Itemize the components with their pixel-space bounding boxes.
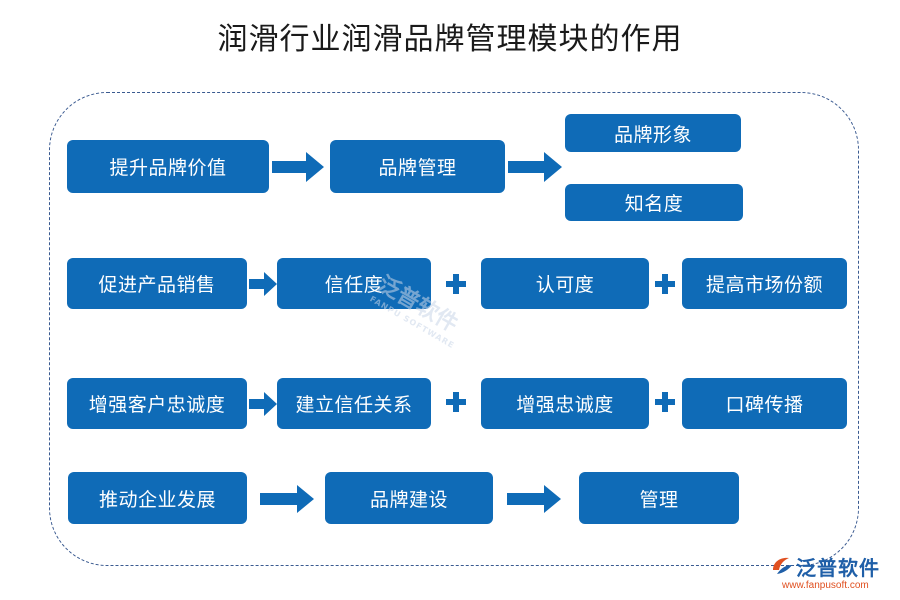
row2-plus-2 xyxy=(655,274,675,294)
row3-item-build-trust: 建立信任关系 xyxy=(277,378,431,429)
logo-url: www.fanpusoft.com xyxy=(782,580,869,591)
logo-mark-icon xyxy=(773,557,792,574)
dashed-frame xyxy=(49,92,859,566)
row2-arrow xyxy=(249,272,277,296)
row3-item-loyalty: 增强忠诚度 xyxy=(481,378,649,429)
row4-head-box: 推动企业发展 xyxy=(68,472,247,524)
row4-item-management: 管理 xyxy=(579,472,739,524)
row1-output-awareness: 知名度 xyxy=(565,184,743,221)
brand-logo: 泛普软件 www.fanpusoft.com xyxy=(768,552,894,596)
row3-arrow xyxy=(249,392,277,416)
row2-head-box: 促进产品销售 xyxy=(67,258,247,309)
row3-item-word-of-mouth: 口碑传播 xyxy=(682,378,847,429)
row2-plus-1 xyxy=(446,274,466,294)
logo-name: 泛普软件 xyxy=(796,556,880,580)
row3-plus-1 xyxy=(446,392,466,412)
page-title: 润滑行业润滑品牌管理模块的作用 xyxy=(217,22,683,57)
row1-arrow-1 xyxy=(272,152,324,182)
row3-head-box: 增强客户忠诚度 xyxy=(67,378,247,429)
row1-output-brand-image: 品牌形象 xyxy=(565,114,741,152)
row2-item-recognition: 认可度 xyxy=(481,258,649,309)
row2-item-market-share: 提高市场份额 xyxy=(682,258,847,309)
row1-arrow-2 xyxy=(508,152,562,182)
row3-plus-2 xyxy=(655,392,675,412)
row4-item-brand-building: 品牌建设 xyxy=(325,472,493,524)
row1-head-box: 提升品牌价值 xyxy=(67,140,269,193)
row4-arrow-1 xyxy=(260,485,314,513)
row2-item-trust: 信任度 xyxy=(277,258,431,309)
row1-middle-box: 品牌管理 xyxy=(330,140,505,193)
row4-arrow-2 xyxy=(507,485,561,513)
